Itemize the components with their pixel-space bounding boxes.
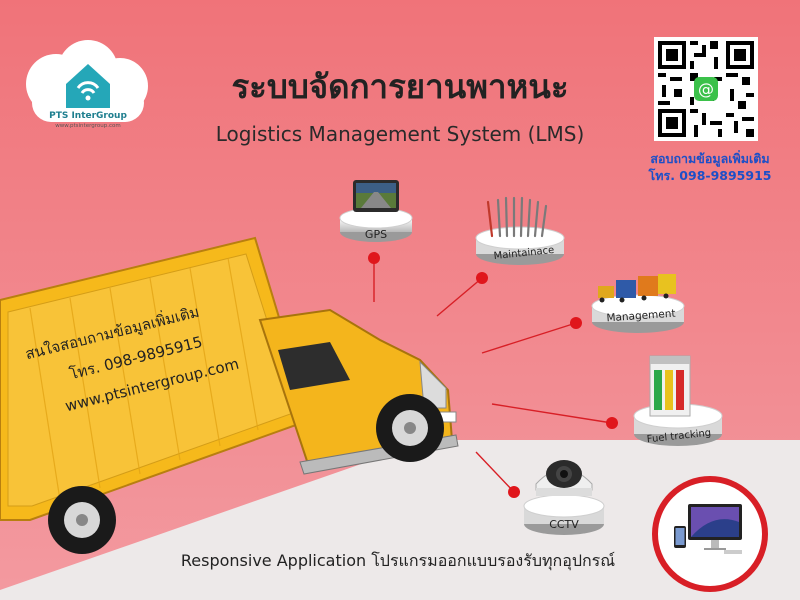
cctv-label: CCTV	[549, 518, 579, 531]
qr-code-icon[interactable]: @	[654, 37, 758, 141]
line-app-icon	[694, 77, 718, 101]
contact-line-1: สอบถามข้อมูลเพิ่มเติม	[650, 151, 770, 166]
page-title-thai: ระบบจัดการยานพาหนะ	[231, 67, 569, 106]
feature-maintenance[interactable]	[470, 192, 570, 268]
logo-brand: PTS InterGroup	[49, 111, 127, 121]
gps-device-icon	[353, 180, 399, 212]
logo-url: www.ptsintergroup.com	[55, 123, 120, 129]
svg-text:@: @	[698, 80, 714, 99]
truck-wheel-rear	[48, 486, 116, 554]
feature-fuel-tracking[interactable]	[628, 354, 728, 450]
truck-illustration	[0, 236, 459, 554]
trucks-icon	[598, 274, 676, 303]
page-title-english: Logistics Management System (LMS)	[215, 122, 585, 146]
devices-icon	[674, 504, 742, 554]
feature-cctv[interactable]	[518, 446, 610, 538]
cctv-camera-icon	[535, 460, 593, 496]
contact-phone[interactable]: โทร. 098-9895915	[648, 168, 772, 183]
tools-icon	[486, 196, 548, 238]
fuel-pump-icon	[649, 355, 691, 417]
responsive-tagline: Responsive Application โปรแกรมออกแบบรองร…	[180, 551, 616, 570]
company-logo: PTS InterGroup www.ptsintergroup.com	[26, 40, 148, 129]
truck-wheel-front	[376, 394, 444, 462]
contact-info: สอบถามข้อมูลเพิ่มเติม โทร. 098-9895915	[630, 150, 790, 184]
devices-badge	[652, 476, 768, 592]
feature-gps[interactable]	[336, 178, 416, 244]
gps-label: GPS	[364, 228, 388, 241]
feature-management[interactable]	[586, 264, 690, 336]
